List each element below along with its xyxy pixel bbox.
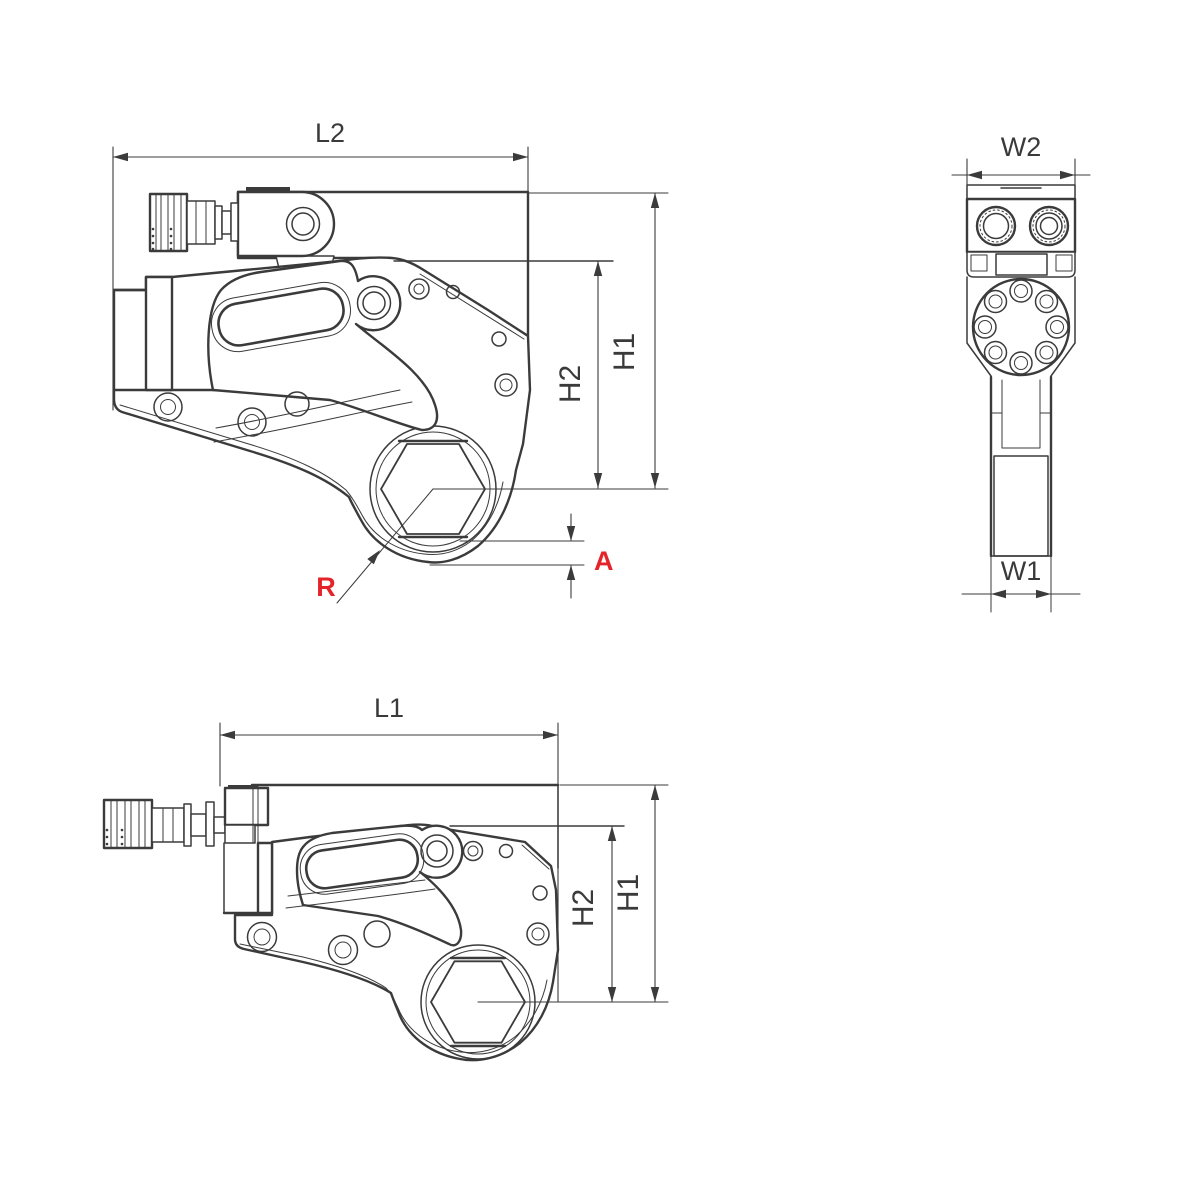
dimension-w1: W1 [961, 556, 1081, 599]
dimension-a: A [429, 513, 614, 599]
dim-label-h1-lower: H1 [612, 874, 645, 912]
dimension-h1-upper: H1 [432, 192, 669, 490]
dim-label-l2: L2 [315, 118, 345, 148]
hydraulic-coupler-lower [102, 798, 226, 850]
end-view-head [965, 184, 1077, 278]
dimension-h1-lower: H1 [477, 784, 669, 1003]
dimension-h2-lower: H2 [449, 825, 625, 1003]
dim-label-w1: W1 [1001, 556, 1042, 586]
end-view: W2 [951, 132, 1091, 613]
end-view-body [966, 276, 1076, 613]
drive-arm [207, 259, 439, 443]
elbow-block [222, 784, 312, 915]
dimension-w2: W2 [951, 132, 1091, 197]
lower-side-view: L1 H1 H2 [102, 693, 669, 1062]
dimension-l2: L2 [112, 118, 529, 411]
dimension-h2-upper: H2 [393, 260, 614, 489]
bolt-holes [153, 278, 518, 437]
dim-label-h2-upper: H2 [554, 365, 587, 403]
dimension-l1: L1 [219, 693, 559, 1003]
swivel-manifold [236, 187, 336, 258]
hydraulic-coupler [148, 192, 239, 253]
drive-arm-lower [285, 824, 464, 947]
cylinder-end-cap [144, 275, 174, 392]
dim-label-h1-upper: H1 [608, 333, 641, 371]
dim-label-w2: W2 [1001, 132, 1042, 162]
cylinder-end-cap-lower [256, 841, 274, 915]
dim-label-r: R [316, 572, 336, 602]
drive-flange [971, 277, 1071, 377]
upper-side-view: L2 H1 H2 A R [112, 118, 669, 604]
dim-label-l1: L1 [374, 693, 404, 723]
dim-label-h2-lower: H2 [567, 889, 600, 927]
dimension-r: R [316, 488, 434, 604]
dim-label-a: A [594, 546, 614, 576]
flange-bolts [973, 279, 1069, 375]
bolt-holes-lower [246, 840, 550, 966]
